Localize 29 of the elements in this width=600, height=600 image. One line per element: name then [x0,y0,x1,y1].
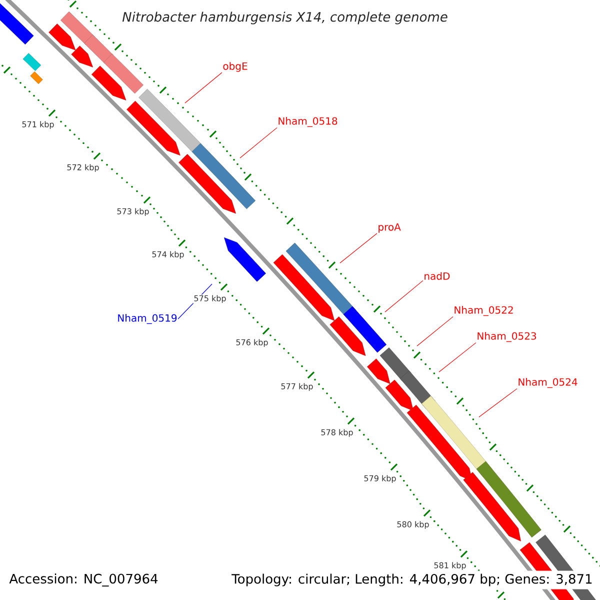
gene-label: nadD [424,272,450,280]
tick-label: 573 kbp [116,208,150,216]
leader-line [384,280,424,312]
tick-label: 572 kbp [66,164,100,172]
gene-label: obgE [223,62,248,72]
gene-label: Nham_0524 [518,378,578,388]
tick-label: 571 kbp [21,120,55,130]
leader-line [478,388,518,418]
leader-line [240,127,278,158]
accession-text: Accession: NC_007964 [9,574,158,586]
tick-label: 575 kbp [193,294,227,304]
tick-label: 576 kbp [235,338,269,348]
leader-line [416,316,454,346]
tick-label: 580 kbp [396,520,430,530]
leader-line [184,72,222,104]
title: Nitrobacter hamburgensis X14, complete genome [122,12,448,24]
tick-label: 581 kbp [433,562,467,570]
tick-label: 577 kbp [280,382,314,392]
gene-label: Nham_0522 [454,306,513,316]
gene-label: proA [378,223,401,233]
gene-label: Nham_0518 [278,117,338,127]
leader-line [438,342,476,372]
gene-label: Nham_0519 [118,314,177,324]
gene-label: Nham_0523 [478,332,536,342]
tick-label: 574 kbp [151,250,185,260]
tick-label: 578 kbp [320,428,354,438]
tick-label: 579 kbp [363,474,397,484]
genome-info-text: Topology: circular; Length: 4,406,967 bp; Genes: 3,871 [228,570,596,590]
leader-line [340,233,378,264]
